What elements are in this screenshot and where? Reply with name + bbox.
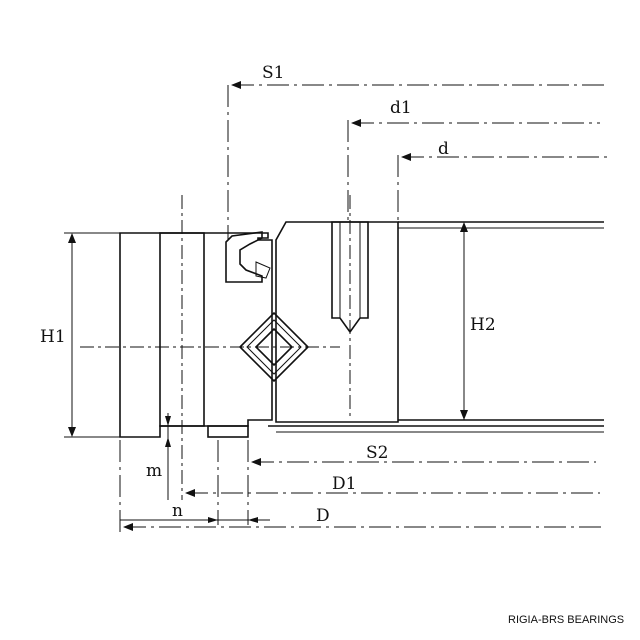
d1-outer-label: D1: [332, 474, 356, 494]
d-label: d: [438, 139, 449, 159]
s1-label: S1: [262, 63, 284, 83]
outer-ring-body: [119, 232, 273, 438]
watermark: RIGIA-BRS BEARINGS: [508, 614, 624, 626]
n-label: n: [172, 501, 183, 521]
h1-label: H1: [40, 327, 66, 347]
D-label: D: [316, 506, 330, 526]
d1-label: d1: [390, 98, 412, 118]
outer-ring: [119, 232, 273, 438]
inner-ring: [275, 221, 399, 423]
counterbore-outer: [207, 425, 249, 438]
m-label: m: [146, 461, 162, 481]
threaded-hole: [331, 221, 369, 334]
h2-label: H2: [470, 315, 496, 335]
seal: [225, 231, 271, 283]
inner-ring-body: [275, 221, 399, 423]
s2-label: S2: [366, 443, 388, 463]
